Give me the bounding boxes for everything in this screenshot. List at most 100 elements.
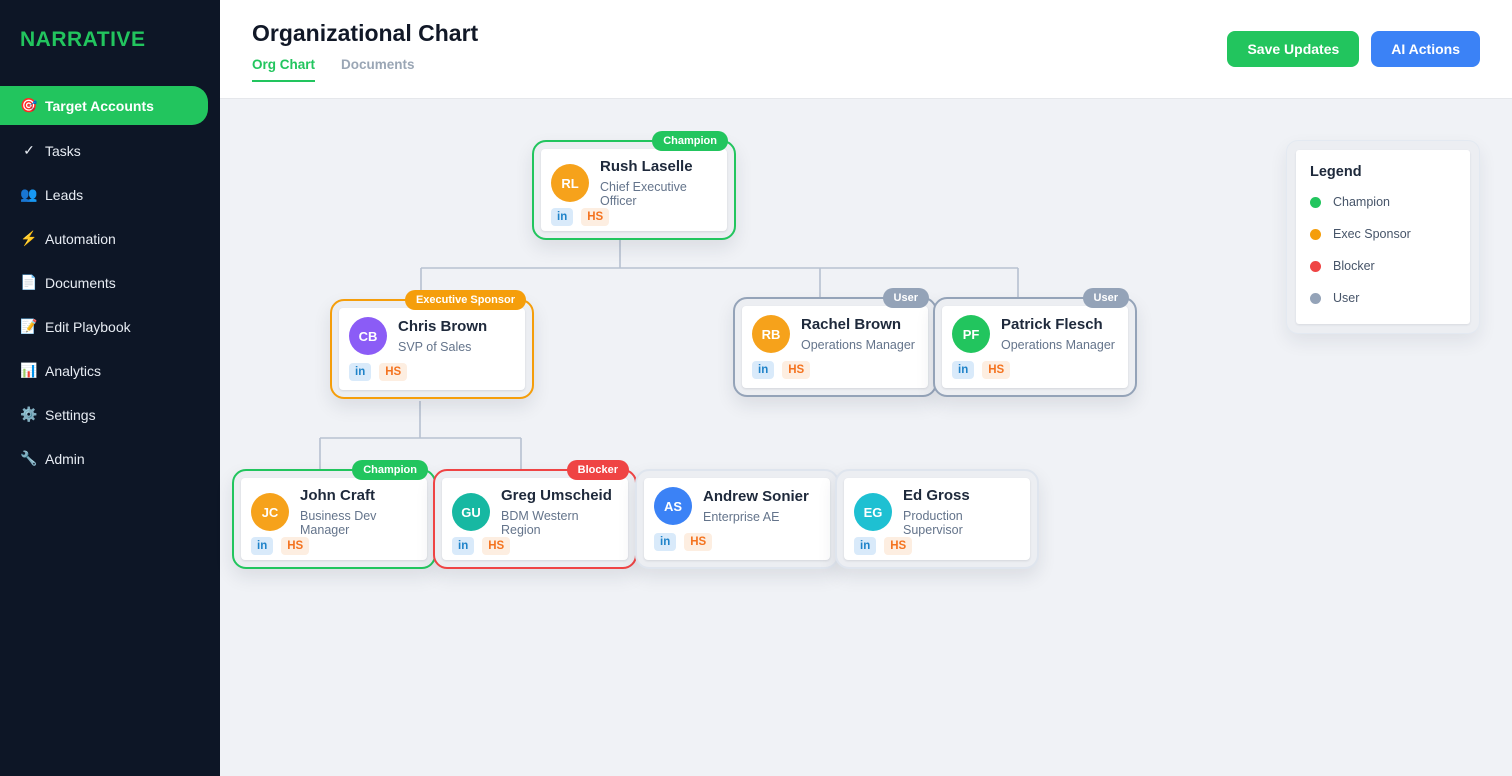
sidebar-item-tasks[interactable]: ✓ Tasks xyxy=(0,132,220,169)
sidebar-item-automation[interactable]: ⚡ Automation xyxy=(0,220,220,257)
ai-actions-button[interactable]: AI Actions xyxy=(1371,31,1480,67)
person-title: Operations Manager xyxy=(1001,338,1115,352)
avatar: AS xyxy=(654,487,692,525)
card-inner: RL Rush Laselle Chief Executive Officer … xyxy=(541,149,727,231)
hubspot-badge[interactable]: HS xyxy=(482,537,511,555)
hubspot-badge[interactable]: HS xyxy=(884,537,913,555)
header-actions: Save Updates AI Actions xyxy=(1227,31,1480,67)
sidebar-item-label: Leads xyxy=(45,186,84,203)
blocker-dot-icon xyxy=(1310,260,1321,272)
avatar: PF xyxy=(952,315,990,353)
avatar: GU xyxy=(452,493,490,531)
org-card-rush-laselle[interactable]: Champion RL Rush Laselle Chief Executive… xyxy=(532,131,736,240)
sidebar-item-admin[interactable]: 🔧 Admin xyxy=(0,440,220,477)
person-title: Business Dev Manager xyxy=(300,509,377,537)
linkedin-badge[interactable]: in xyxy=(654,533,677,551)
linkedin-badge[interactable]: in xyxy=(452,537,475,555)
avatar: RL xyxy=(551,164,589,202)
sidebar-item-documents[interactable]: 📄 Documents xyxy=(0,264,220,301)
page-header: Organizational Chart Org Chart Documents… xyxy=(220,0,1512,99)
person-name: Chris Brown xyxy=(398,318,488,335)
hubspot-badge[interactable]: HS xyxy=(782,361,811,379)
person-title: Chief Executive Officer xyxy=(600,180,687,208)
bar-chart-icon: 📊 xyxy=(20,362,38,378)
role-badge: Blocker xyxy=(566,460,629,480)
legend-item-blocker: Blocker xyxy=(1310,250,1456,282)
hubspot-badge[interactable]: HS xyxy=(982,361,1011,379)
person-name: John Craft xyxy=(300,487,375,504)
legend-item-user: User xyxy=(1310,282,1456,314)
linkedin-badge[interactable]: in xyxy=(952,361,975,379)
exec-sponsor-dot-icon xyxy=(1310,228,1321,240)
card-inner: PF Patrick Flesch Operations Manager in … xyxy=(942,306,1128,388)
person-name: Patrick Flesch xyxy=(1001,316,1103,333)
card-inner: CB Chris Brown SVP of Sales in HS xyxy=(339,308,525,390)
sidebar-item-analytics[interactable]: 📊 Analytics xyxy=(0,352,220,389)
sidebar-item-label: Settings xyxy=(45,406,96,423)
org-card-john-craft[interactable]: Champion JC John Craft Business Dev Mana… xyxy=(232,460,436,569)
linkedin-badge[interactable]: in xyxy=(251,537,274,555)
legend-item-exec-sponsor: Exec Sponsor xyxy=(1310,218,1456,250)
role-badge: Champion xyxy=(352,460,428,480)
sidebar-item-leads[interactable]: 👥 Leads xyxy=(0,176,220,213)
person-name: Greg Umscheid xyxy=(501,487,612,504)
tab-org-chart[interactable]: Org Chart xyxy=(252,57,316,82)
app-logo: NARRATIVE xyxy=(20,28,146,51)
role-badge: User xyxy=(1082,288,1129,308)
org-chart-canvas: Champion RL Rush Laselle Chief Executive… xyxy=(220,99,1512,776)
linkedin-badge[interactable]: in xyxy=(551,208,574,226)
person-name: Rush Laselle xyxy=(600,158,693,175)
person-title: BDM Western Region xyxy=(501,509,579,537)
hubspot-badge[interactable]: HS xyxy=(379,363,408,381)
linkedin-badge[interactable]: in xyxy=(349,363,372,381)
sidebar-item-label: Target Accounts xyxy=(45,97,154,114)
org-card-patrick-flesch[interactable]: User PF Patrick Flesch Operations Manage… xyxy=(933,288,1137,397)
main-area: Organizational Chart Org Chart Documents… xyxy=(220,0,1512,776)
hubspot-badge[interactable]: HS xyxy=(281,537,310,555)
org-card-greg-umscheid[interactable]: Blocker GU Greg Umscheid BDM Western Reg… xyxy=(433,460,637,569)
people-icon: 👥 xyxy=(20,186,38,202)
avatar: EG xyxy=(854,493,892,531)
champion-dot-icon xyxy=(1310,196,1321,208)
card-inner: RB Rachel Brown Operations Manager in HS xyxy=(742,306,928,388)
tab-documents[interactable]: Documents xyxy=(341,57,415,72)
person-title: Enterprise AE xyxy=(703,510,780,524)
sidebar-item-settings[interactable]: ⚙️ Settings xyxy=(0,396,220,433)
hubspot-badge[interactable]: HS xyxy=(684,533,713,551)
target-icon: 🎯 xyxy=(20,97,38,113)
sidebar-item-label: Documents xyxy=(45,274,116,291)
sidebar: NARRATIVE 🎯 Target Accounts ✓ Tasks 👥 Le… xyxy=(0,0,220,776)
linkedin-badge[interactable]: in xyxy=(854,537,877,555)
sidebar-item-target-accounts[interactable]: 🎯 Target Accounts xyxy=(0,86,208,125)
person-title: Operations Manager xyxy=(801,338,915,352)
avatar: CB xyxy=(349,317,387,355)
role-badge: Champion xyxy=(652,131,728,151)
avatar: JC xyxy=(251,493,289,531)
person-title: SVP of Sales xyxy=(398,340,472,354)
sidebar-item-label: Admin xyxy=(45,450,85,467)
card-inner: JC John Craft Business Dev Manager in HS xyxy=(241,478,427,560)
person-name: Andrew Sonier xyxy=(703,488,809,505)
legend-title: Legend xyxy=(1310,164,1362,180)
linkedin-badge[interactable]: in xyxy=(752,361,775,379)
card-inner: AS Andrew Sonier Enterprise AE in HS xyxy=(644,478,830,560)
org-card-rachel-brown[interactable]: User RB Rachel Brown Operations Manager … xyxy=(733,288,937,397)
sidebar-item-edit-playbook[interactable]: 📝 Edit Playbook xyxy=(0,308,220,345)
org-card-andrew-sonier[interactable]: AS Andrew Sonier Enterprise AE in HS xyxy=(635,469,839,569)
org-card-chris-brown[interactable]: Executive Sponsor CB Chris Brown SVP of … xyxy=(330,290,534,399)
document-icon: 📄 xyxy=(20,274,38,290)
gear-icon: ⚙️ xyxy=(20,406,38,422)
sidebar-item-label: Automation xyxy=(45,230,116,247)
save-updates-button[interactable]: Save Updates xyxy=(1227,31,1360,67)
tab-bar: Org Chart Documents xyxy=(252,57,1480,82)
person-name: Rachel Brown xyxy=(801,316,902,333)
sidebar-item-label: Tasks xyxy=(45,142,81,159)
org-card-ed-gross[interactable]: EG Ed Gross Production Supervisor in HS xyxy=(835,469,1039,569)
wrench-icon: 🔧 xyxy=(20,450,38,466)
avatar: RB xyxy=(752,315,790,353)
hubspot-badge[interactable]: HS xyxy=(581,208,610,226)
legend-item-champion: Champion xyxy=(1310,186,1456,218)
sidebar-nav: 🎯 Target Accounts ✓ Tasks 👥 Leads ⚡ Auto… xyxy=(0,86,220,484)
card-inner: EG Ed Gross Production Supervisor in HS xyxy=(844,478,1030,560)
page-title: Organizational Chart xyxy=(252,20,479,46)
